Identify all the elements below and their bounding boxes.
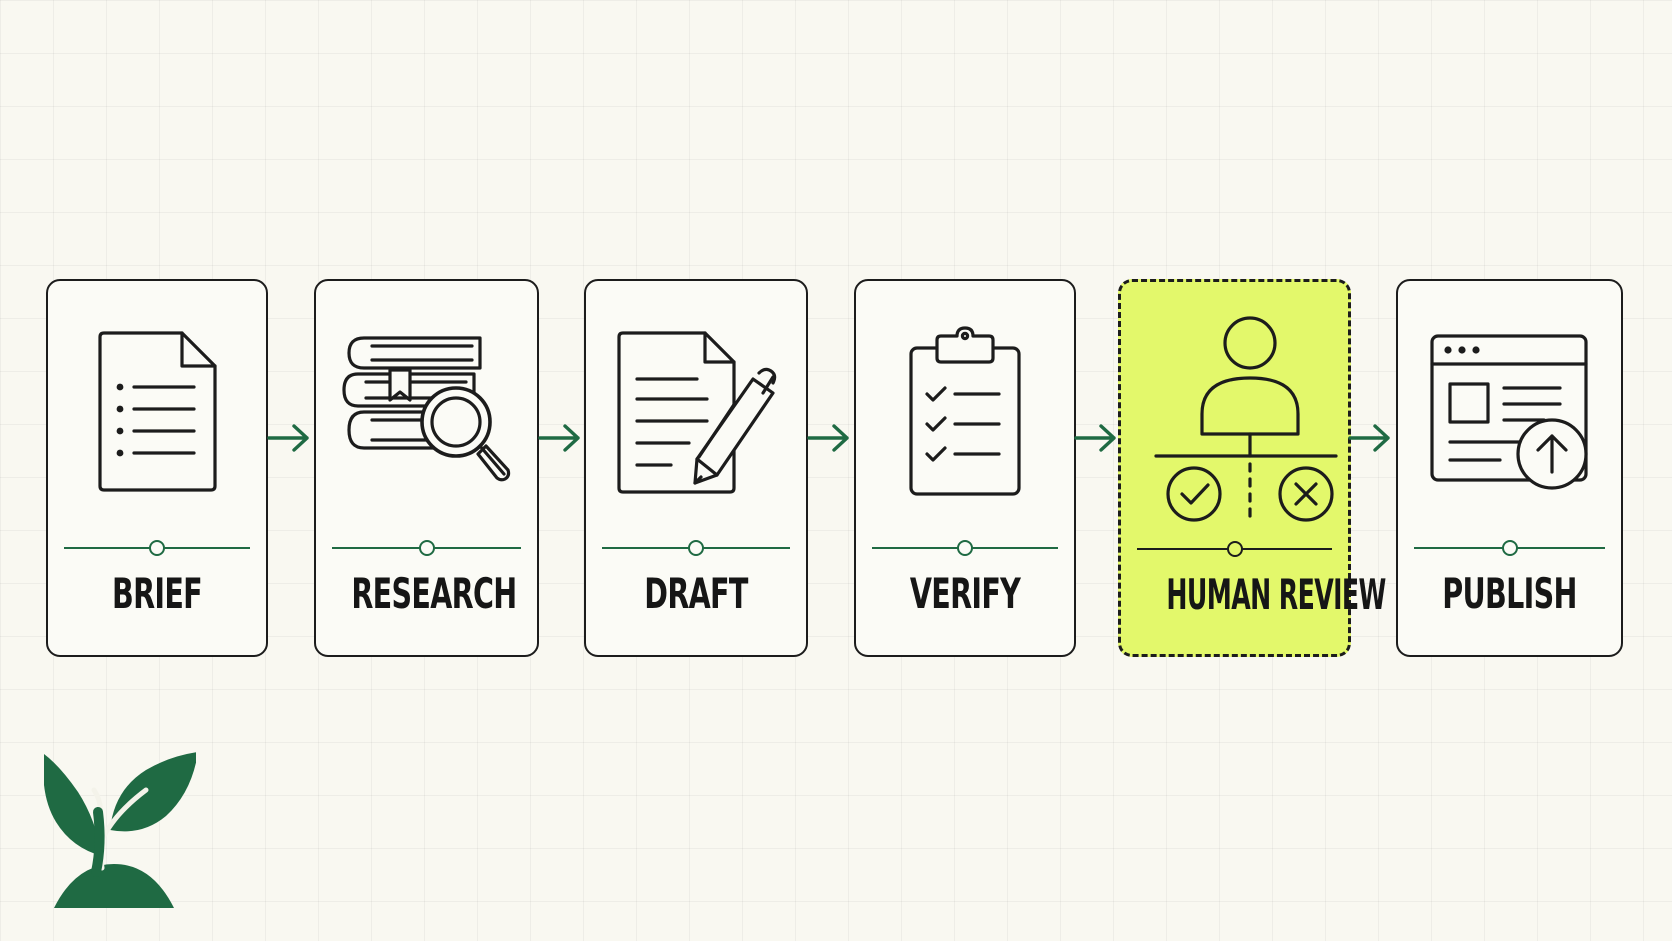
step-divider [872, 540, 1058, 556]
step-card-draft: DRAFT [584, 279, 808, 657]
step-card-verify: VERIFY [854, 279, 1076, 657]
step-label-draft: DRAFT [644, 569, 748, 618]
step-card-research: RESEARCH [314, 279, 539, 657]
step-divider [1414, 540, 1605, 556]
person-approve-reject-icon [1121, 316, 1348, 548]
browser-upload-icon [1398, 317, 1621, 507]
flow-arrow [1074, 421, 1118, 455]
document-list-icon [48, 317, 266, 507]
step-label-publish: PUBLISH [1442, 569, 1577, 618]
clipboard-checklist-icon [856, 317, 1074, 507]
step-label-verify: VERIFY [909, 569, 1021, 618]
flow-arrow [267, 421, 311, 455]
books-magnifier-icon [316, 317, 537, 507]
step-card-publish: PUBLISH [1396, 279, 1623, 657]
flow-arrow [538, 421, 582, 455]
step-label-human-review: HUMAN REVIEW [1166, 570, 1386, 619]
sprout-icon [43, 748, 198, 910]
step-label-research: RESEARCH [351, 569, 517, 618]
step-divider [332, 540, 521, 556]
document-pen-icon [586, 317, 806, 507]
step-card-human-review: HUMAN REVIEW [1118, 279, 1386, 657]
step-divider [602, 540, 790, 556]
step-label-brief: BRIEF [111, 569, 203, 618]
step-divider [1137, 541, 1332, 557]
flow-arrow [807, 421, 851, 455]
flow-arrow [1348, 421, 1392, 455]
step-divider [64, 540, 250, 556]
step-card-brief: BRIEF [46, 279, 268, 657]
